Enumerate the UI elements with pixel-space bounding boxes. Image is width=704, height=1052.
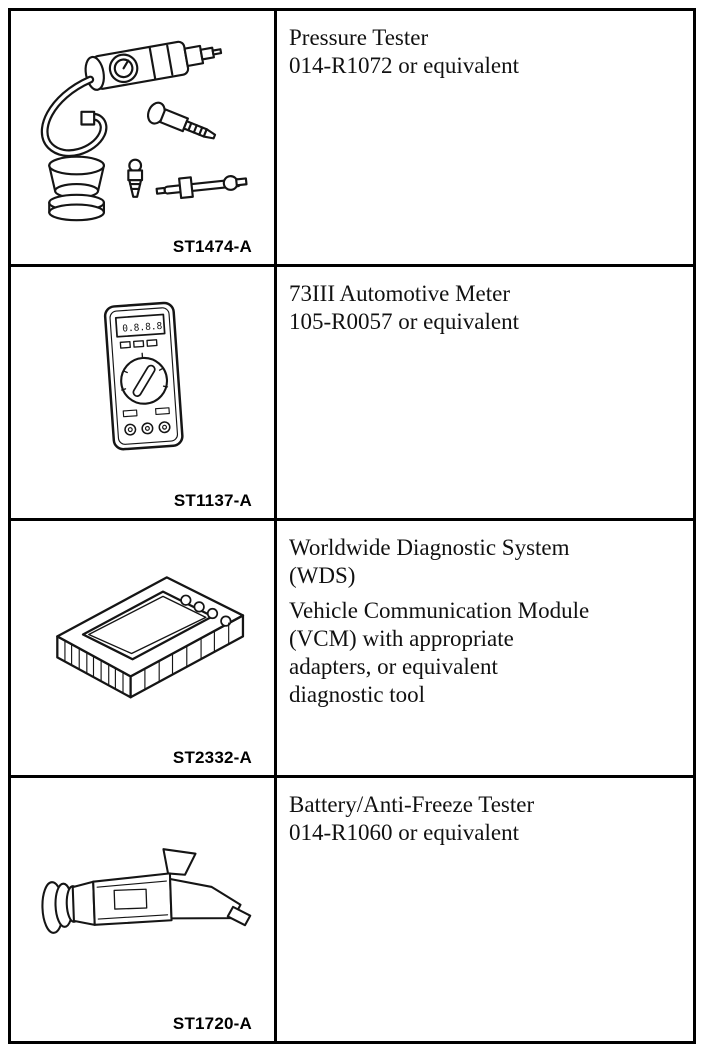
description-line: 014-R1072 or equivalent [289,53,519,78]
table-row: ST1474-A Pressure Tester 014-R1072 or eq… [11,11,693,267]
tool-code: ST2332-A [172,748,252,767]
illustration-cell: ST1474-A [11,11,277,264]
special-tools-table: ST1474-A Pressure Tester 014-R1072 or eq… [8,8,696,1044]
table-row: ST2332-A Worldwide Diagnostic System (WD… [11,521,693,778]
description-cell: Pressure Tester 014-R1072 or equivalent [277,11,693,264]
description-line: 014-R1060 or equivalent [289,820,519,845]
diagnostic-system-illustration [24,546,262,722]
description-line: 105-R0057 or equivalent [289,309,519,334]
description-line: 73III Automotive Meter [289,281,511,306]
description-line: Vehicle Communication Module [289,598,590,623]
description-line: diagnostic tool [289,682,426,707]
svg-text:0.8.8.8: 0.8.8.8 [121,320,162,334]
description-line: (WDS) [289,563,356,588]
table-row: ST1720-A Battery/Anti-Freeze Tester 014-… [11,778,693,1041]
description-cell: Worldwide Diagnostic System (WDS) Vehicl… [277,521,693,775]
description-line: Battery/Anti-Freeze Tester [289,792,535,817]
illustration-cell: 0.8.8.8 [11,267,277,518]
illustration-cell: ST2332-A [11,521,277,775]
description-line: (VCM) with appropriate [289,626,514,651]
table-row: 0.8.8.8 [11,267,693,521]
description-cell: 73III Automotive Meter 105-R0057 or equi… [277,267,693,518]
description-paragraph: Battery/Anti-Freeze Tester 014-R1060 or … [289,791,685,847]
description-paragraph: 73III Automotive Meter 105-R0057 or equi… [289,280,685,336]
tool-code: ST1720-A [172,1014,252,1033]
pressure-tester-illustration [25,19,261,229]
description-line: adapters, or equivalent [289,654,498,679]
description-paragraph: Worldwide Diagnostic System (WDS) [289,534,685,590]
illustration-cell: ST1720-A [11,778,277,1041]
tool-code: ST1137-A [173,491,252,510]
automotive-meter-illustration: 0.8.8.8 [81,293,205,465]
description-paragraph: Pressure Tester 014-R1072 or equivalent [289,24,685,80]
description-line: Pressure Tester [289,25,429,50]
description-cell: Battery/Anti-Freeze Tester 014-R1060 or … [277,778,693,1041]
battery-antifreeze-tester-illustration [28,835,258,957]
description-line: Worldwide Diagnostic System [289,535,570,560]
description-paragraph: Vehicle Communication Module (VCM) with … [289,597,685,709]
tool-code: ST1474-A [172,237,252,256]
